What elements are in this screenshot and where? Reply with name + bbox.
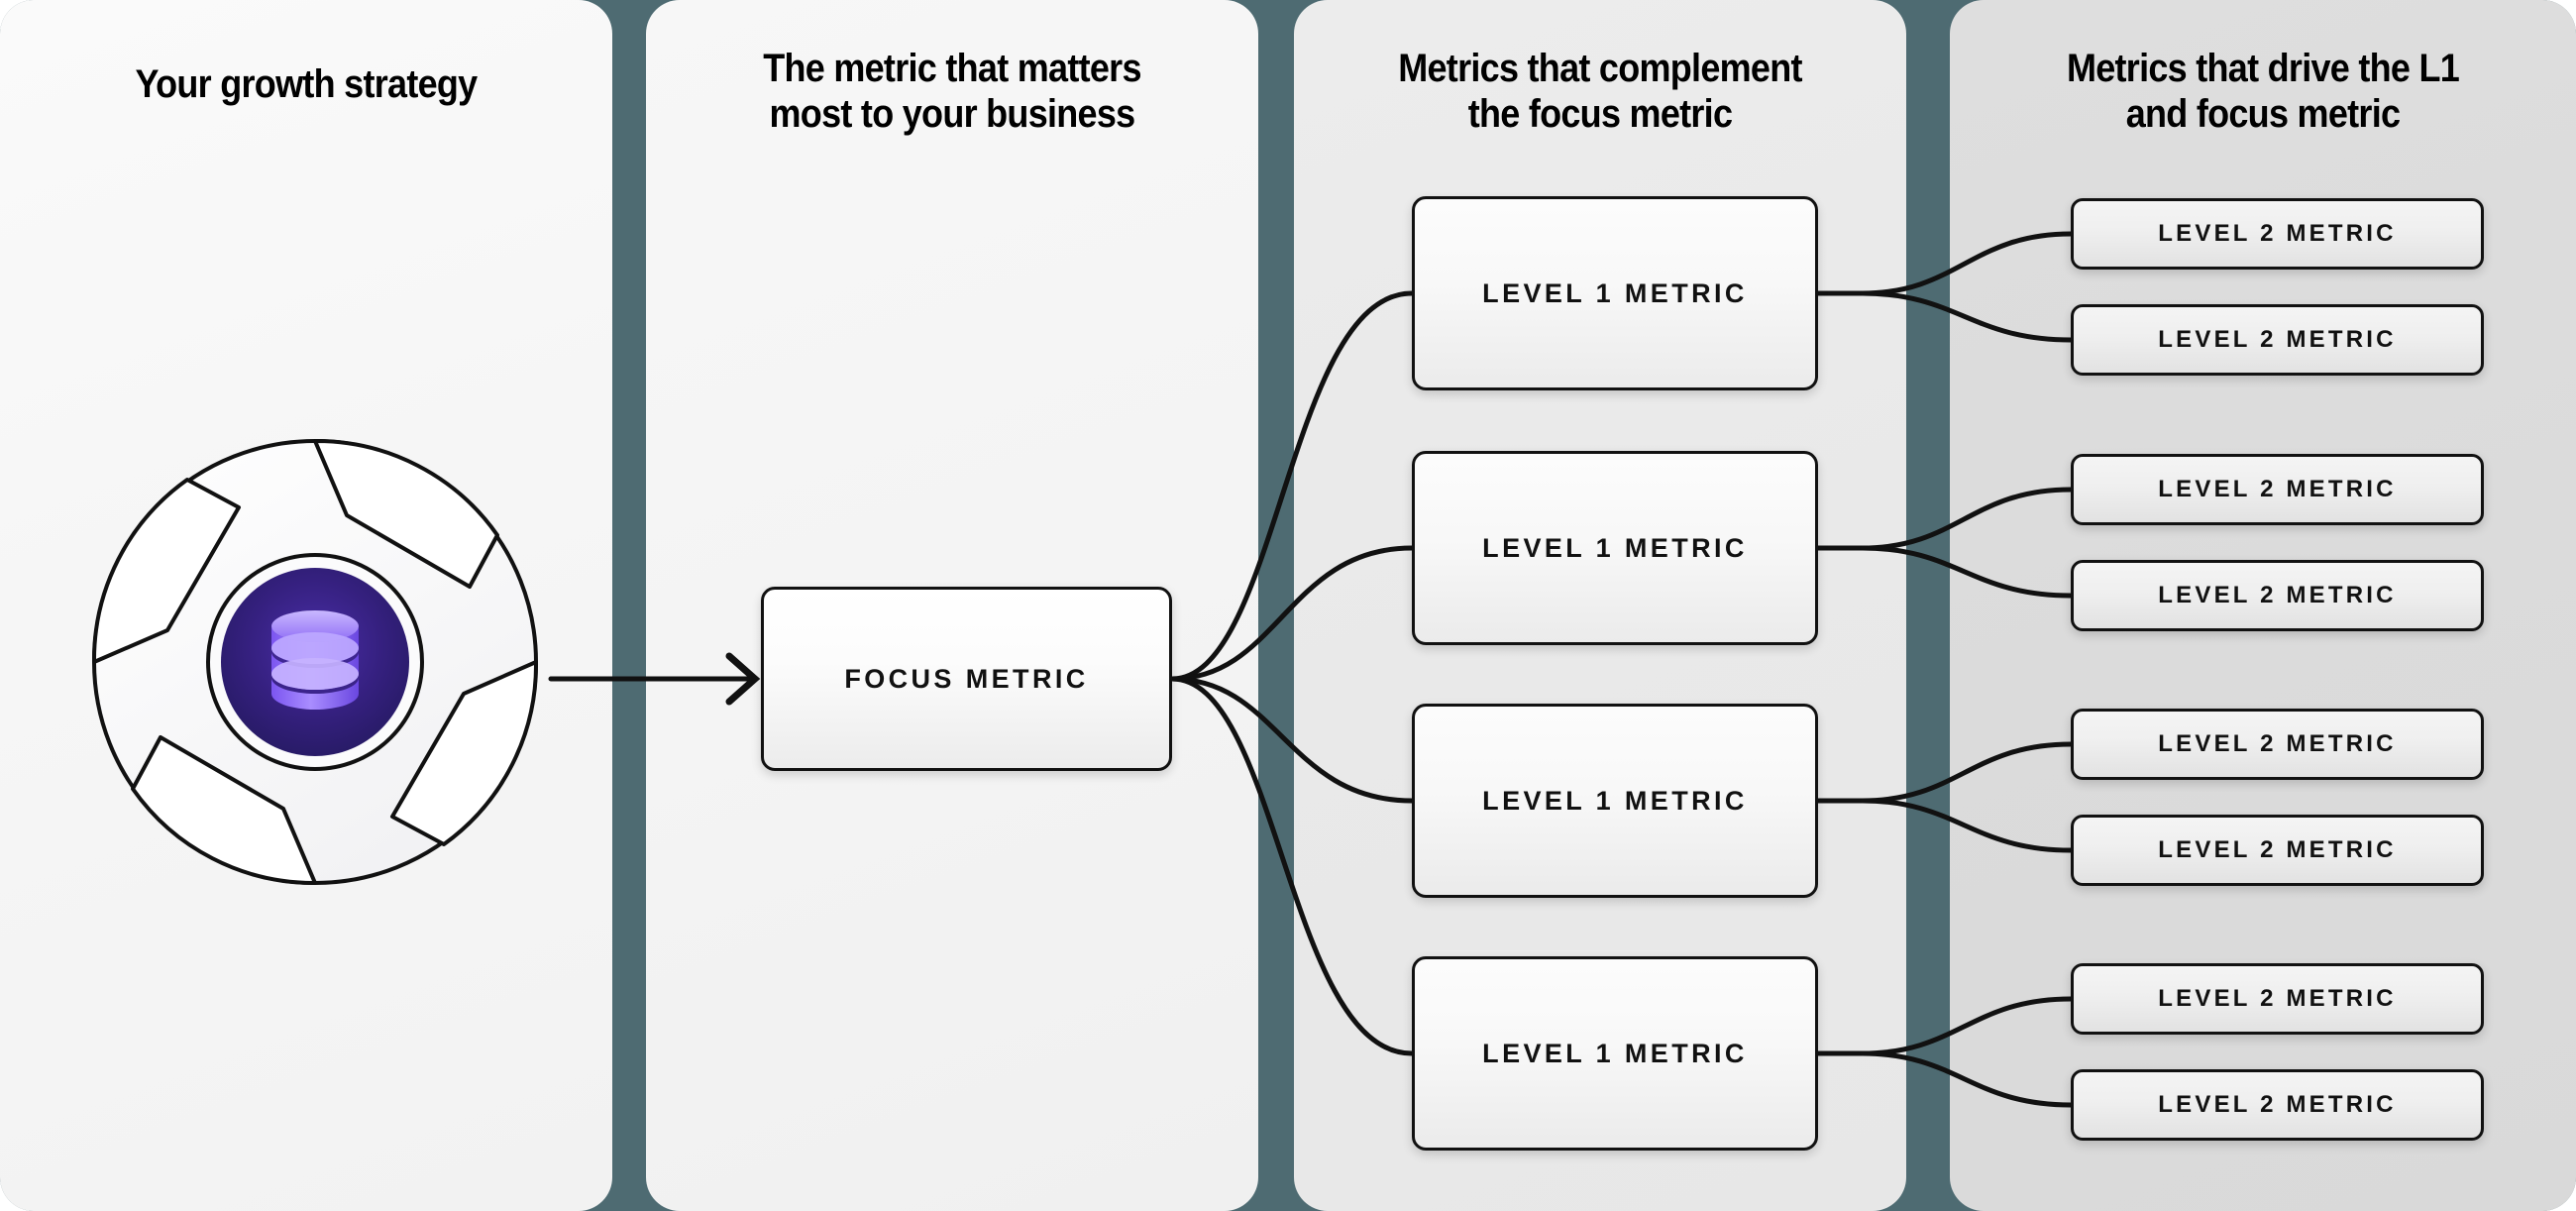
growth-strategy-node[interactable] [81,428,549,896]
column-title-level2: Metrics that drive the L1 and focus metr… [2066,47,2460,136]
level1-metric-box[interactable]: LEVEL 1 METRIC [1412,956,1818,1151]
database-icon [271,610,359,710]
column-title-strategy: Your growth strategy [135,62,479,106]
level2-metric-box[interactable]: LEVEL 2 METRIC [2071,304,2484,376]
level2-metric-box[interactable]: LEVEL 2 METRIC [2071,1069,2484,1141]
level2-metric-box[interactable]: LEVEL 2 METRIC [2071,560,2484,631]
column-title-focus: The metric that matters most to your bus… [763,47,1141,136]
level2-metric-box[interactable]: LEVEL 2 METRIC [2071,454,2484,525]
level2-metric-box[interactable]: LEVEL 2 METRIC [2071,709,2484,780]
level1-metric-box[interactable]: LEVEL 1 METRIC [1412,704,1818,898]
level2-metric-box[interactable]: LEVEL 2 METRIC [2071,198,2484,270]
focus-metric-box[interactable]: FOCUS METRIC [761,587,1172,771]
level1-metric-box[interactable]: LEVEL 1 METRIC [1412,196,1818,390]
aperture-iris-icon [91,438,539,886]
level2-metric-box[interactable]: LEVEL 2 METRIC [2071,963,2484,1035]
level1-metric-box[interactable]: LEVEL 1 METRIC [1412,451,1818,645]
level2-metric-box[interactable]: LEVEL 2 METRIC [2071,815,2484,886]
column-title-level1: Metrics that complement the focus metric [1398,47,1802,136]
